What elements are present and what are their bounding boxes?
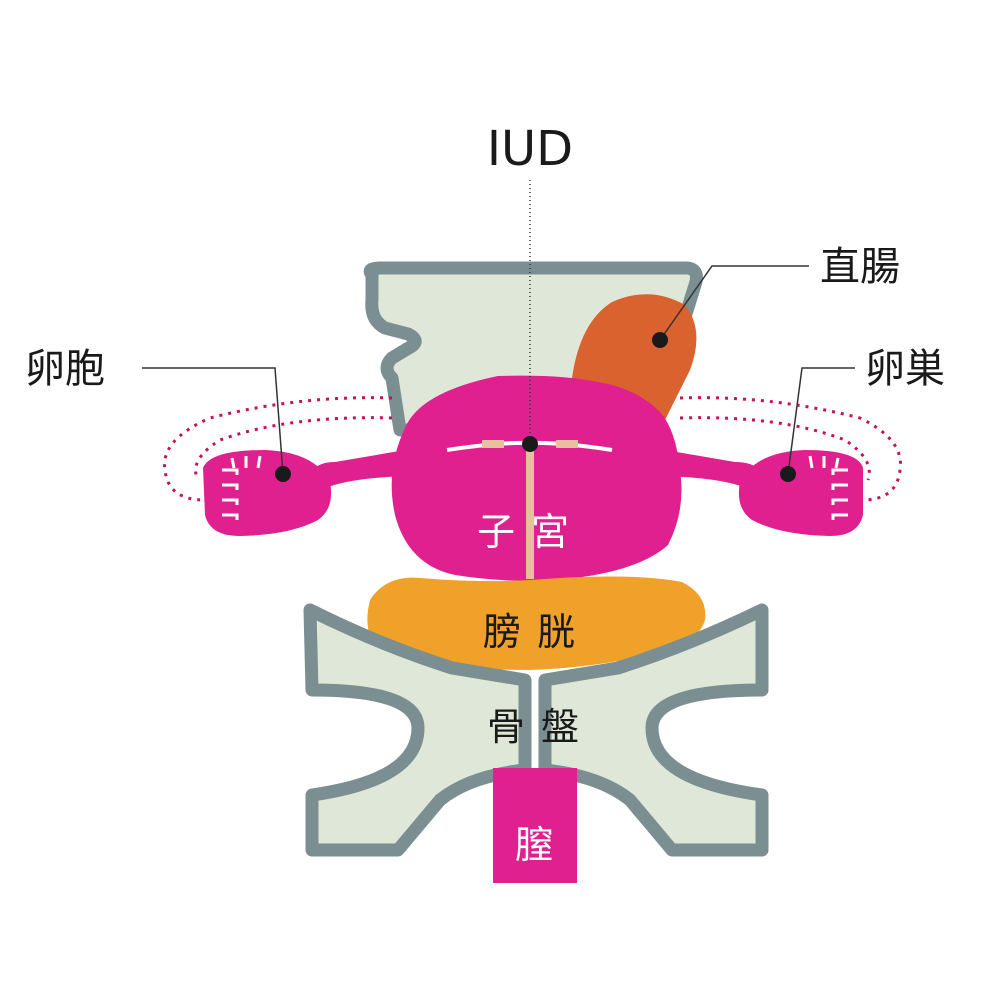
- right-ovary: [738, 450, 863, 536]
- ovary-leader-line: [787, 367, 855, 475]
- label-fallopian-tube: 卵胞: [25, 346, 105, 392]
- label-pelvis: 骨 盤: [487, 705, 581, 749]
- fallopian-marker-dot: [275, 466, 291, 482]
- left-ovary: [203, 450, 332, 536]
- left-fimbriae: [222, 455, 262, 520]
- right-dotted-loop-inner: [679, 416, 871, 481]
- fallopian-leader-line: [142, 367, 284, 475]
- label-ovary: 卵巣: [865, 346, 945, 392]
- left-pelvis-bone: [303, 603, 532, 857]
- label-iud: IUD: [487, 121, 573, 177]
- left-dotted-loop-outer: [163, 396, 393, 502]
- label-uterus: 子 宮: [477, 510, 571, 554]
- right-fimbriae: [808, 455, 848, 520]
- rectum-leader-line: [659, 265, 809, 341]
- right-dotted-loop-outer: [679, 396, 902, 502]
- right-fallopian-tube: [662, 450, 760, 492]
- uterus: [391, 375, 682, 581]
- right-pelvis-bone: [538, 603, 769, 857]
- bladder: [367, 576, 706, 670]
- rectum-marker-dot: [652, 332, 668, 348]
- label-bladder: 膀 胱: [483, 610, 577, 654]
- iud-marker-dot: [522, 436, 538, 452]
- ovary-marker-dot: [780, 466, 796, 482]
- label-vagina: 膣: [515, 823, 555, 867]
- left-fallopian-tube: [312, 450, 408, 492]
- label-rectum: 直腸: [820, 244, 900, 290]
- left-dotted-loop-inner: [194, 416, 393, 481]
- vagina: [493, 768, 577, 883]
